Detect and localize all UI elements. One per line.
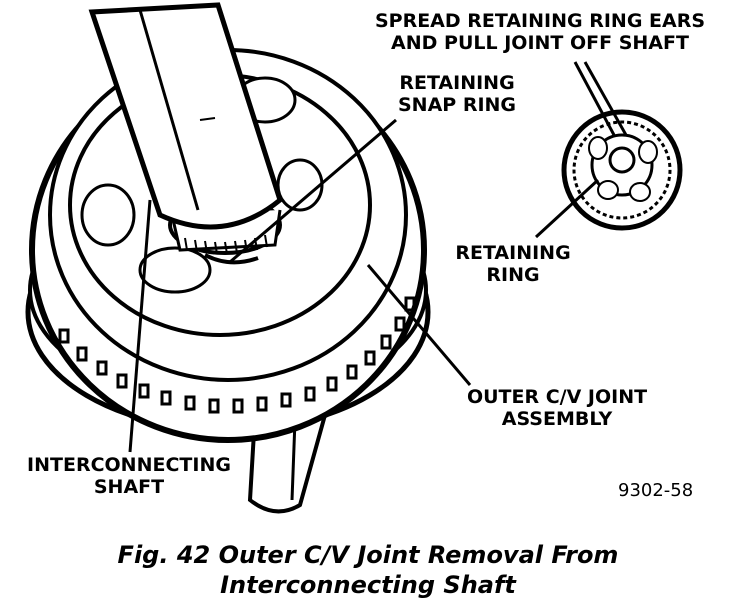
- label-retaining-ring: RETAINING RING: [448, 242, 578, 286]
- label-shaft-line1: INTERCONNECTING: [27, 454, 231, 476]
- lower-shaft: [247, 413, 328, 514]
- label-shaft-line2: SHAFT: [93, 476, 165, 498]
- label-outer-line2: ASSEMBLY: [501, 408, 613, 430]
- label-ring-line1: RETAINING: [455, 242, 571, 264]
- label-ring-line2: RING: [486, 264, 540, 286]
- label-outer-cv-joint-assembly: OUTER C/V JOINT ASSEMBLY: [452, 386, 662, 430]
- inset-cv-joint: [561, 109, 683, 231]
- label-spread-retaining-ring-ears: SPREAD RETAINING RING EARS AND PULL JOIN…: [368, 10, 712, 54]
- label-interconnecting-shaft: INTERCONNECTING SHAFT: [18, 454, 240, 498]
- figure-caption-line1: Fig. 42 Outer C/V Joint Removal From: [117, 541, 619, 569]
- label-spread-line2: AND PULL JOINT OFF SHAFT: [391, 32, 689, 54]
- label-snap-line1: RETAINING: [399, 72, 515, 94]
- label-retaining-snap-ring: RETAINING SNAP RING: [392, 72, 522, 116]
- figure-caption-line2: Interconnecting Shaft: [220, 571, 516, 599]
- label-spread-line1: SPREAD RETAINING RING EARS: [374, 10, 706, 32]
- interconnecting-shaft: [88, 2, 283, 230]
- label-outer-line1: OUTER C/V JOINT: [466, 386, 648, 408]
- leader-lines: [128, 61, 628, 453]
- label-snap-line2: SNAP RING: [397, 94, 517, 116]
- figure-code: 9302-58: [618, 480, 694, 501]
